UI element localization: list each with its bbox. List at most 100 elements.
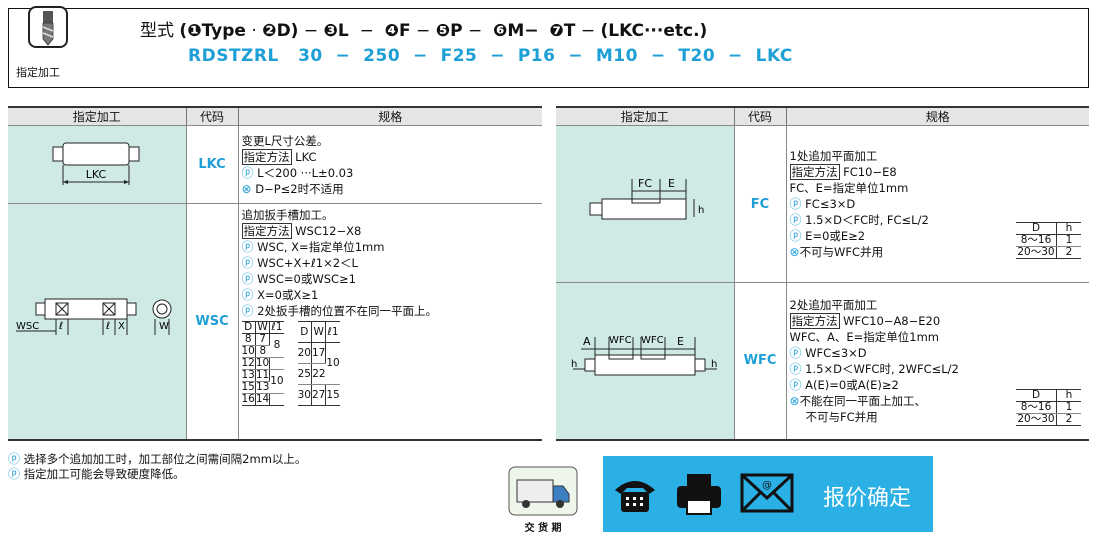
example-part: F25 xyxy=(440,46,478,66)
example-part: 250 xyxy=(363,46,401,66)
example-part: − xyxy=(728,46,743,66)
tip-icon: ⓟ xyxy=(241,240,254,254)
tip-text: FC≤3×D xyxy=(805,197,856,211)
example-part: P16 xyxy=(517,46,556,66)
code-wsc: WSC xyxy=(186,203,239,440)
delivery-label: 交 货 期 xyxy=(524,523,562,534)
method-value: WSC12−X8 xyxy=(295,224,362,238)
format-part: ❺P xyxy=(435,21,463,41)
tip-icon: ⓟ xyxy=(241,256,254,270)
lkc-diagram: LKC xyxy=(52,142,140,185)
tip-text: 1.5×D＜WFC时, 2WFC≤L/2 xyxy=(805,361,959,376)
icon-label: 指定加工 xyxy=(16,66,60,79)
tip-icon: ⓟ xyxy=(241,304,254,318)
spec-wfc: 2处追加平面加工 指定方法 WFC10−A8−E20 WFC、A、E=指定单位1… xyxy=(786,282,1089,440)
format-line: 型式 (❶Type · ❷D) − ❸L − ❹F − ❺P − ❻M− ❼T … xyxy=(140,16,707,41)
header-process: 指定加工 xyxy=(556,107,735,126)
format-part: ( xyxy=(179,21,188,41)
tip-text: WFC≤3×D xyxy=(805,345,867,360)
spec-line: 追加扳手槽加工。 xyxy=(241,208,334,222)
quote-label[interactable]: 报价确定 xyxy=(823,486,912,511)
format-part: ❻M− xyxy=(493,21,539,41)
delivery-button[interactable]: 交 货 期 xyxy=(508,466,578,534)
table-row: A WFC WFC E h h WFC 2处追加平面加工 指定方法 WFC10−… xyxy=(556,282,1089,440)
format-part: − xyxy=(359,21,374,41)
tip-text: L＜200 ···L±0.03 xyxy=(257,165,354,180)
method-label: 指定方法 xyxy=(241,223,292,239)
fax-icon[interactable] xyxy=(675,472,723,516)
diagram-label: W xyxy=(159,321,169,332)
warn-text: 不可与FC并用 xyxy=(805,409,878,424)
spec-line: 变更L尺寸公差。 xyxy=(241,133,329,148)
example-part: − xyxy=(568,46,584,66)
warn-text: 不能在同一平面上加工、 xyxy=(799,393,927,408)
code-wfc: WFC xyxy=(734,282,787,440)
method-label: 指定方法 xyxy=(789,164,840,180)
code-lkc: LKC xyxy=(186,125,239,204)
example-part: 30 xyxy=(298,46,323,66)
tip-icon: ⓟ xyxy=(789,213,802,227)
truck-icon xyxy=(508,466,578,516)
fc-diagram: FC E h xyxy=(589,177,704,219)
example-part: − xyxy=(413,46,428,66)
svg-text:@: @ xyxy=(762,480,772,491)
format-part: ❶Type xyxy=(187,21,246,41)
diagram-label: WFC xyxy=(609,335,632,346)
warn-text: 不可与WFC并用 xyxy=(799,245,884,259)
quote-bar[interactable]: @ 报价确定 xyxy=(603,456,933,532)
drill-bit-icon xyxy=(28,6,68,48)
warn-icon: ⊗ xyxy=(789,245,800,259)
table-row: FC E h FC 1处追加平面加工 指定方法 FC10−E8 FC、E=指定单… xyxy=(556,125,1089,283)
example-part: LKC xyxy=(755,46,793,66)
example-part: − xyxy=(650,46,666,66)
diagram-label: FC xyxy=(638,177,652,190)
tip-icon: ⓟ xyxy=(789,345,802,360)
tip-icon: ⓟ xyxy=(789,197,802,211)
notes: ⓟ 选择多个追加加工时，加工部位之间需间隔2mm以上。 ⓟ 指定加工可能会导致硬… xyxy=(8,452,306,482)
spec-line: 2处追加平面加工 xyxy=(789,297,878,312)
diagram-label: A xyxy=(583,335,591,348)
tip-icon: ⓟ xyxy=(241,272,254,286)
format-part: ❸L xyxy=(323,21,349,41)
tip-icon: ⓟ xyxy=(789,361,802,376)
tip-icon: ⓟ xyxy=(241,165,254,180)
warn-icon: ⊗ xyxy=(789,393,800,408)
method-label: 指定方法 xyxy=(789,312,840,329)
format-header xyxy=(8,8,1089,88)
method-label: 指定方法 xyxy=(241,148,292,165)
example-part: M10 xyxy=(595,46,638,66)
format-part: · xyxy=(251,21,257,41)
spec-line: 1处追加平面加工 xyxy=(789,149,878,163)
format-part: − xyxy=(416,21,431,41)
tip-text: 1.5×D＜FC时, FC≤L/2 xyxy=(805,213,929,227)
wfc-diagram: A WFC WFC E h h xyxy=(571,335,717,376)
tip-icon: ⓟ xyxy=(789,377,802,392)
tip-text: WSC, X=指定单位1mm xyxy=(257,240,385,254)
table-row: WSC ℓ ℓ X W WSC 追加扳手槽加工。 指定方法 WSC12−X8 ⓟ… xyxy=(8,203,542,440)
phone-icon[interactable] xyxy=(611,472,659,516)
diagram-label: X xyxy=(118,321,125,332)
diagram-label: h xyxy=(711,359,717,370)
lkc-diagram-cell: LKC xyxy=(8,125,187,204)
example-line: RDSTZRL 30 − 250 − F25 − P16 − M10 − T20… xyxy=(188,46,793,66)
tip-text: 2处扳手槽的位置不在同一平面上。 xyxy=(257,304,437,318)
wsc-diagram-cell: WSC ℓ ℓ X W xyxy=(8,203,187,440)
code-fc: FC xyxy=(734,125,787,283)
mail-icon[interactable]: @ xyxy=(739,470,795,516)
format-part: − xyxy=(467,21,483,41)
warn-icon: ⊗ xyxy=(241,181,252,196)
format-part: ❷D) xyxy=(262,21,299,41)
example-part: − xyxy=(490,46,505,66)
diagram-label: WFC xyxy=(641,335,664,346)
diagram-label: WSC xyxy=(16,321,39,332)
right-spec-table: 指定加工 代码 规格 FC E h FC 1处追加平面加工 指定方法 FC10−… xyxy=(556,106,1089,441)
tip-text: WSC=0或WSC≥1 xyxy=(257,272,356,286)
fc-diagram-cell: FC E h xyxy=(556,125,735,283)
example-part: RDSTZRL xyxy=(188,46,279,66)
format-part: ❼T xyxy=(549,21,576,41)
method-value: WFC10−A8−E20 xyxy=(843,313,941,328)
tip-text: WSC+X+ℓ1×2＜L xyxy=(257,256,358,270)
